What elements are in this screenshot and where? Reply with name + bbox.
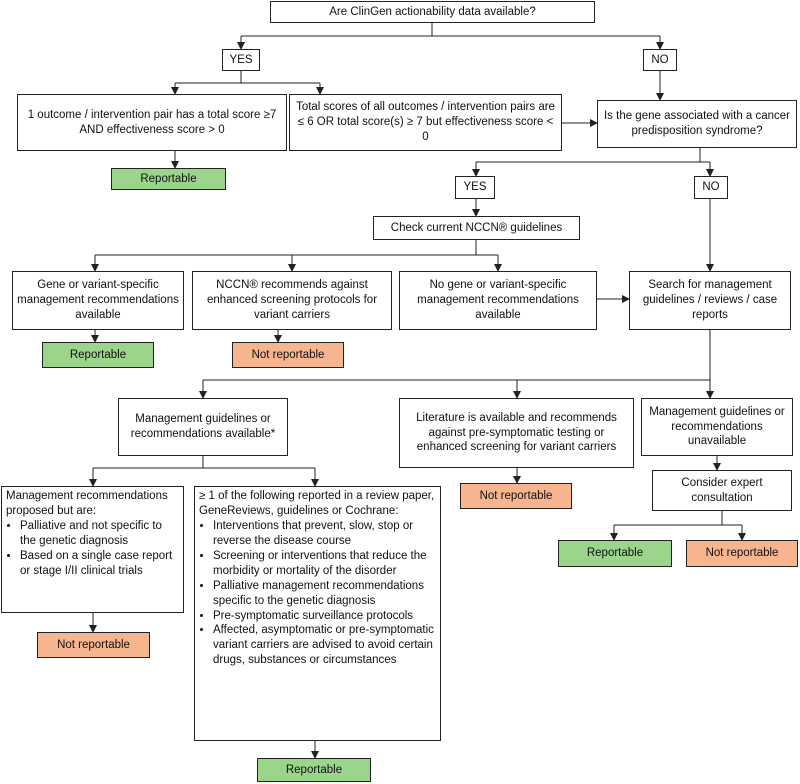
nccn-against-box: NCCN® recommends against enhanced screen…	[192, 271, 392, 330]
list-item: Pre-symptomatic surveillance protocols	[213, 609, 436, 624]
reported-lead: ≥ 1 of the following reported in a revie…	[199, 490, 435, 517]
not-reportable-box: Not reportable	[686, 540, 798, 567]
gene-specific-box: Gene or variant-specific management reco…	[12, 271, 184, 330]
expert-consultation-box: Consider expert consultation	[652, 470, 792, 511]
reported-list: Interventions that prevent, slow, stop o…	[199, 519, 436, 668]
reportable-box: Reportable	[257, 758, 371, 782]
cancer-question: Is the gene associated with a cancer pre…	[597, 100, 797, 148]
list-item: Screening or interventions that reduce t…	[213, 549, 436, 579]
not-reportable-box: Not reportable	[460, 483, 572, 509]
not-reportable-box: Not reportable	[232, 342, 344, 368]
list-item: Affected, asymptomatic or pre-symptomati…	[213, 623, 436, 668]
search-box: Search for management guidelines / revie…	[629, 271, 791, 330]
no-gene-specific-box: No gene or variant-specific management r…	[399, 271, 597, 330]
literature-against-box: Literature is available and recommends a…	[399, 398, 634, 468]
list-item: Palliative and not specific to the genet…	[20, 519, 179, 549]
list-item: Interventions that prevent, slow, stop o…	[213, 519, 436, 549]
reportable-box: Reportable	[42, 342, 154, 368]
yes-label: YES	[455, 176, 495, 199]
list-item: Based on a single case report or stage I…	[20, 549, 179, 579]
no-label: NO	[643, 49, 677, 71]
not-reportable-box: Not reportable	[37, 632, 150, 658]
proposed-recommendations-box: Management recommendations proposed but …	[1, 486, 184, 613]
reportable-box: Reportable	[558, 540, 672, 567]
list-item: Palliative management recommendations sp…	[213, 579, 436, 609]
nccn-check-box: Check current NCCN® guidelines	[373, 216, 580, 240]
yes-label: YES	[222, 49, 260, 71]
no-label: NO	[694, 176, 728, 199]
proposed-lead: Management recommendations proposed but …	[6, 490, 168, 517]
reportable-box: Reportable	[111, 168, 226, 190]
total-scores-box: Total scores of all outcomes / intervent…	[289, 94, 562, 151]
one-pair-box: 1 outcome / intervention pair has a tota…	[17, 94, 287, 151]
management-available-box: Management guidelines or recommendations…	[118, 398, 288, 456]
management-unavailable-box: Management guidelines or recommendations…	[641, 398, 793, 456]
start-question: Are ClinGen actionability data available…	[270, 1, 595, 23]
reported-criteria-box: ≥ 1 of the following reported in a revie…	[194, 486, 441, 741]
proposed-list: Palliative and not specific to the genet…	[6, 519, 179, 579]
